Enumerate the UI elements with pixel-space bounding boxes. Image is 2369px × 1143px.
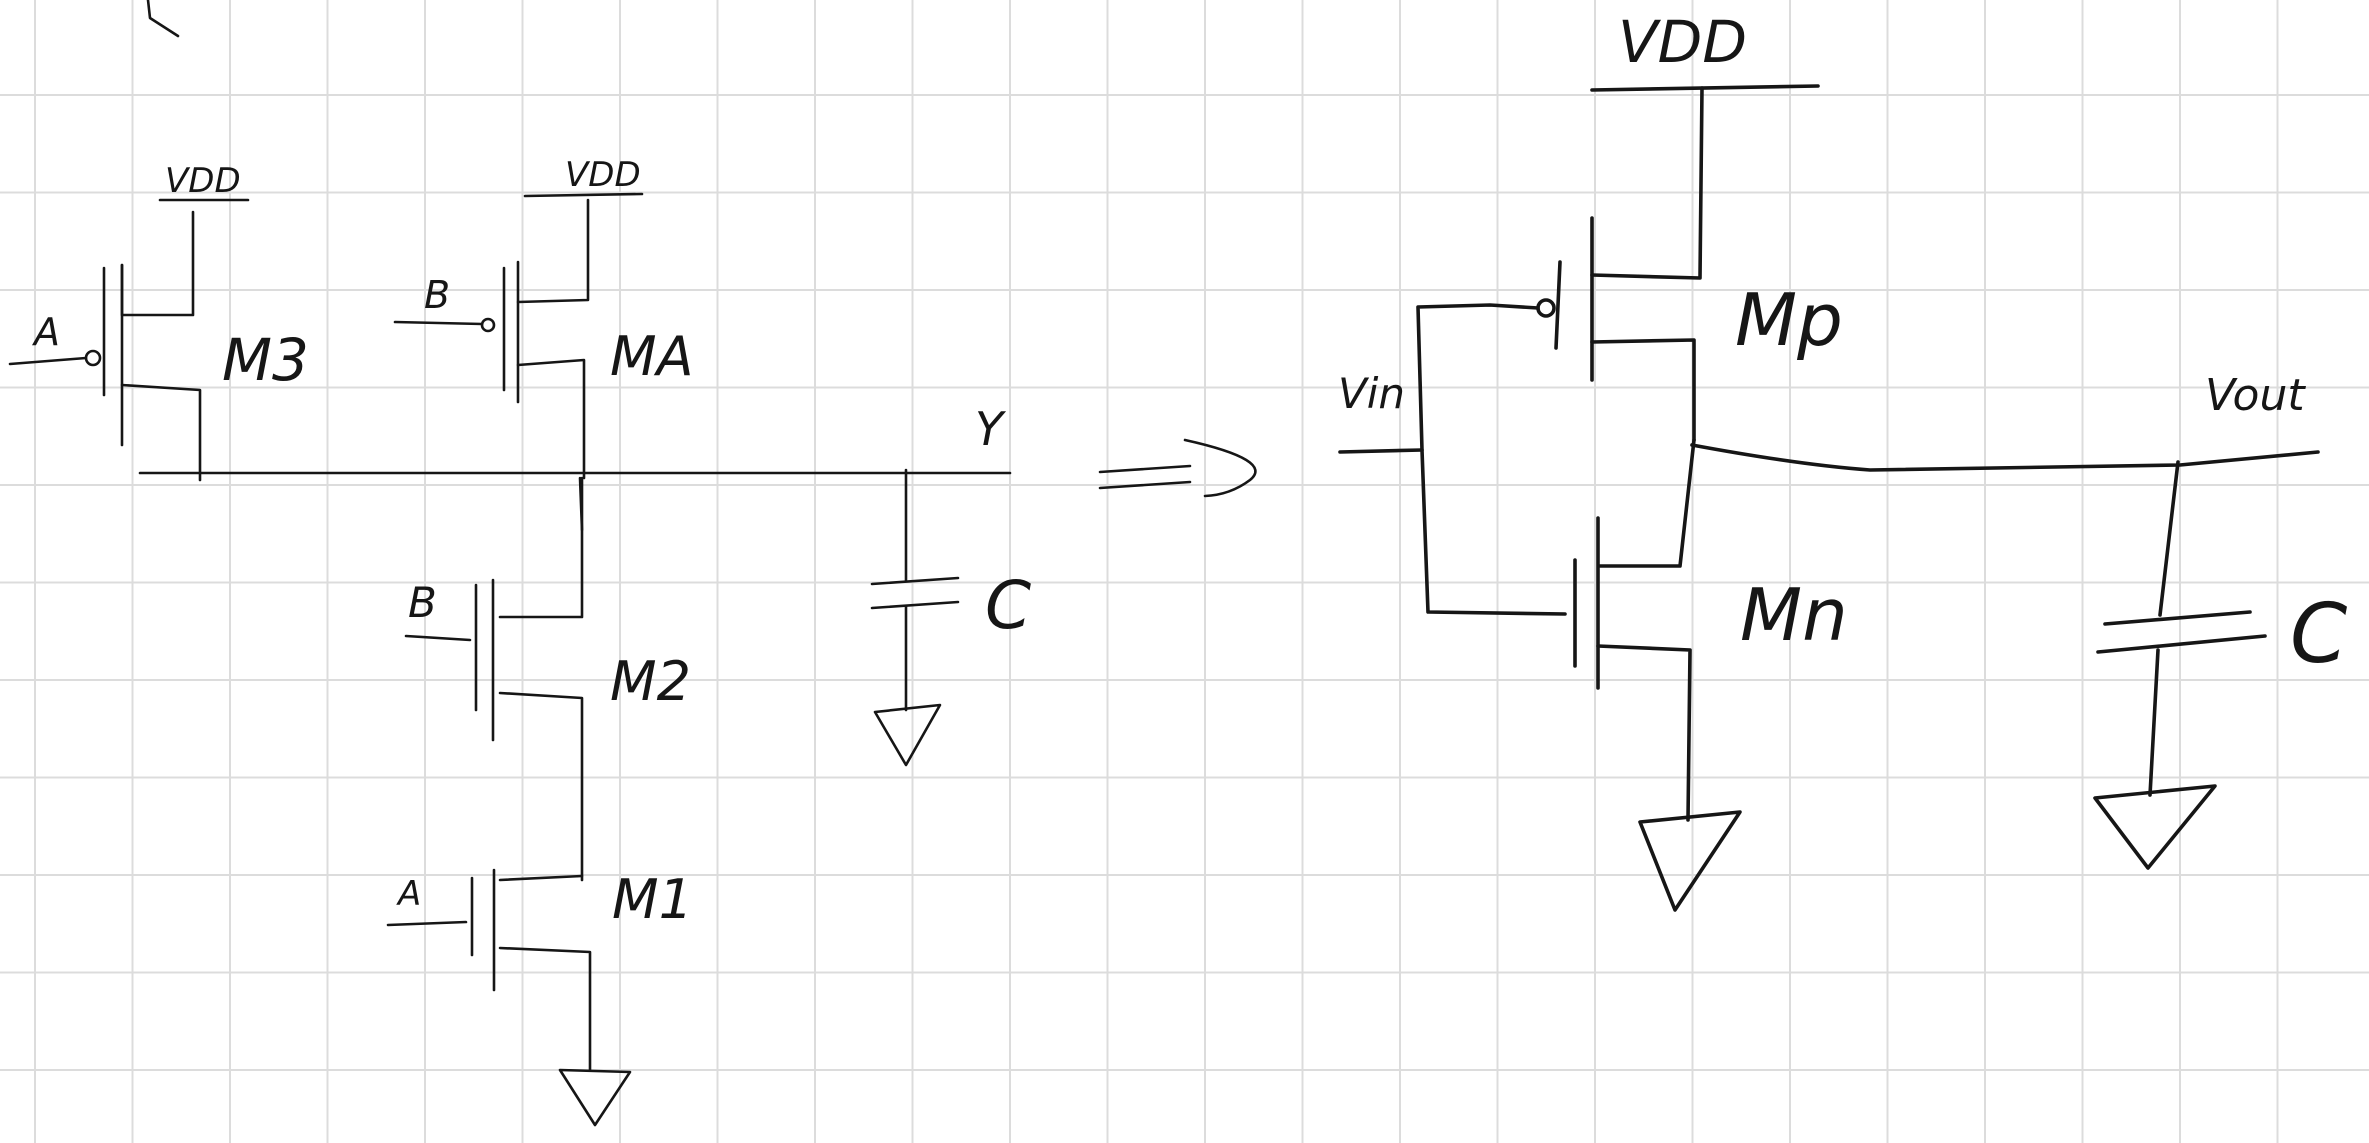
m2-source-wire	[498, 691, 584, 882]
transistor-label-m1: M1	[612, 868, 693, 931]
ground-symbol-m1	[558, 1068, 632, 1127]
m1-source-wire	[498, 946, 592, 1072]
arrow-line-top	[1098, 464, 1192, 474]
cap-right-bottom-wire	[2148, 648, 2160, 797]
nmos-mn: Mn	[1573, 438, 1848, 912]
cap-right-plate-top	[2103, 610, 2252, 626]
transistor-label-m2: M2	[610, 650, 691, 713]
stray-mark	[146, 0, 180, 38]
nmos-m1: A M1	[386, 868, 693, 1127]
mn-source-wire	[1596, 644, 1692, 822]
m4-source-wire	[516, 358, 586, 480]
gate-label-m4: B	[424, 273, 450, 317]
left-circuit: VDD A M3 VDD B MA Y B	[8, 0, 1031, 1127]
right-circuit: VDD Mp Vin Mn Vout	[1338, 8, 2347, 912]
m3-gate-lead	[8, 356, 88, 366]
gate-label-m3: A	[31, 310, 60, 354]
input-loop-wire	[1416, 303, 1567, 616]
output-label-vout: Vout	[2205, 370, 2306, 421]
output-label-y: Y	[975, 402, 1007, 456]
m1-gate-lead	[386, 920, 468, 927]
m2-drain-wire	[498, 476, 584, 619]
m4-bubble	[480, 317, 496, 333]
transform-arrow	[1098, 438, 1257, 498]
ground-symbol-cap-right	[2093, 784, 2217, 870]
input-lead	[1338, 448, 1424, 454]
cap-right-top-wire	[2158, 460, 2180, 617]
gate-label-m1: A	[396, 874, 421, 914]
transistor-label-mn: Mn	[1740, 573, 1848, 657]
ground-symbol-cap-left	[873, 703, 942, 767]
transistor-label-m3: M3	[222, 326, 309, 394]
mn-drain-wire	[1598, 438, 1696, 568]
vdd-label-m4: VDD	[565, 155, 641, 195]
output-wire-vout	[1690, 443, 2320, 472]
vdd-bar-m4	[523, 192, 644, 198]
mp-gate-plate	[1554, 260, 1562, 350]
m3-source-wire	[120, 383, 202, 482]
stray-fragment: '	[0, 0, 1, 1]
transistor-label-m4: MA	[610, 325, 694, 388]
cap-left-plate-top	[870, 576, 960, 586]
mp-source-wire	[1590, 86, 1704, 280]
m4-gate-lead	[393, 320, 484, 326]
cap-right-plate-bottom	[2096, 634, 2267, 654]
m2-gate-lead	[404, 634, 472, 642]
capacitor-label-right: C	[2290, 587, 2347, 682]
arrow-glyph: ⟹	[1140, 454, 1142, 456]
capacitor-label-left: C	[985, 567, 1031, 644]
arrow-line-bottom	[1098, 480, 1192, 490]
nmos-m2: B M2	[404, 476, 691, 882]
pmos-m4: VDD B MA	[393, 155, 694, 480]
pmos-mp: Mp	[1536, 86, 1843, 442]
capacitor-right: C	[2093, 460, 2347, 870]
ground-symbol-mn	[1638, 810, 1742, 912]
vdd-bar-right	[1590, 84, 1820, 92]
gate-label-m2: B	[408, 578, 437, 627]
input-label-vin: Vin	[1338, 369, 1405, 418]
vdd-label-m3: VDD	[165, 161, 241, 201]
m4-drain-wire	[516, 198, 590, 304]
mp-bubble	[1536, 298, 1556, 318]
pmos-m3: VDD A M3	[8, 161, 309, 482]
transistor-label-mp: Mp	[1735, 278, 1843, 362]
capacitor-left: C	[870, 468, 1031, 767]
arrow-head	[1183, 438, 1257, 498]
m3-bubble	[84, 349, 102, 367]
vdd-label-right: VDD	[1618, 8, 1747, 76]
mp-drain-wire	[1590, 338, 1696, 442]
m1-drain-wire	[498, 874, 584, 882]
cap-left-plate-bottom	[870, 600, 960, 610]
